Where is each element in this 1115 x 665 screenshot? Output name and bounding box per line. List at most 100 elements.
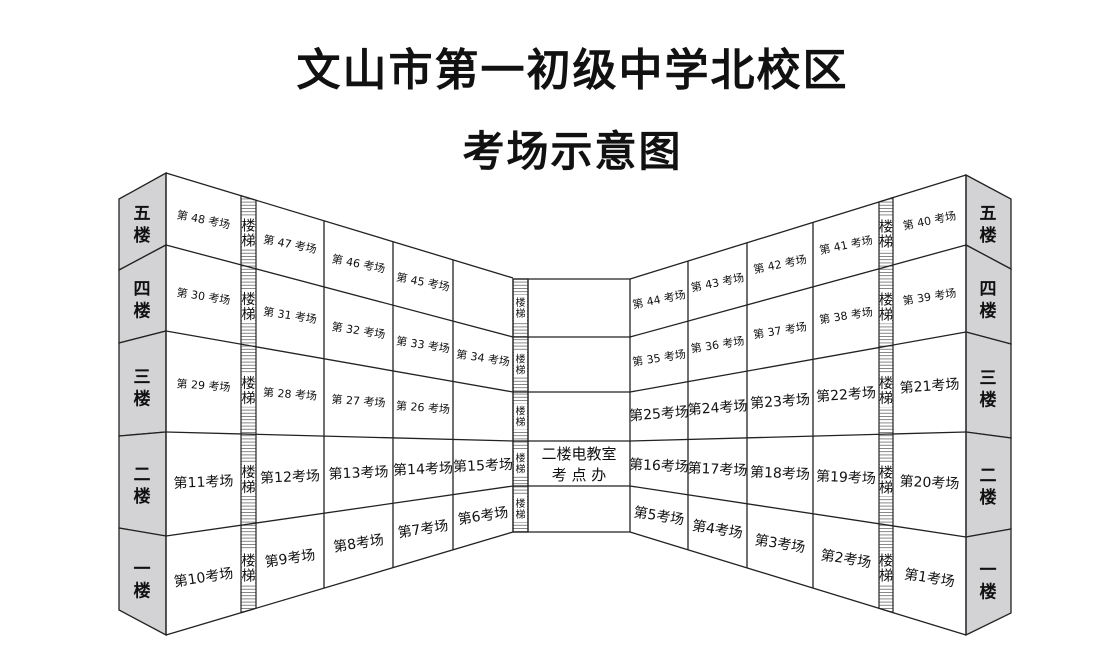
stair-label: 楼梯 [242,376,256,407]
exam-room-label: 第 29 考场 [176,376,231,394]
right-floor-line [629,244,967,338]
stair-label-bg [514,403,527,430]
stair-label-char: 梯 [242,391,256,407]
stair-label: 楼梯 [516,296,526,320]
office-label-line1: 二楼电教室 [541,445,616,463]
floor-label-char: 楼 [134,300,151,321]
exam-room-label: 第11考场 [173,472,233,491]
stair-label: 楼梯 [242,218,256,249]
exam-room-label: 第 26 考场 [396,398,451,416]
stair-label: 楼梯 [242,292,256,323]
stair-label-char: 楼 [879,554,893,570]
stair-label: 楼梯 [879,219,893,250]
floor-label-char: 四 [134,279,151,299]
floor-label-char: 三 [134,368,151,388]
right-floor-label: 三楼 [980,369,997,411]
exam-room-label: 第 27 考场 [331,392,386,410]
right-floor-line [629,485,967,538]
stair-label-char: 梯 [879,391,893,407]
exam-room-label: 第13考场 [328,463,388,482]
right-floor-line [629,531,967,636]
left-floor-line [165,431,514,442]
exam-room-label: 第20考场 [899,473,960,493]
stair-label-char: 梯 [516,416,526,429]
right-floor-line [629,174,967,280]
stair-label-bg [242,550,255,585]
left-floor-label: 二楼 [134,465,151,507]
left-floor-label: 一楼 [134,559,151,601]
stair-label-bg [880,373,892,408]
floor-label-char: 楼 [980,582,997,603]
floor-label-char: 楼 [134,486,151,507]
right-floor-label: 五楼 [980,204,997,246]
floor-label-char: 楼 [980,487,997,508]
stair-label-bg [880,462,892,497]
center-block [528,279,630,532]
stair-label-char: 梯 [242,480,256,496]
stair-label-char: 梯 [879,234,893,250]
stair-label-bg [880,550,892,585]
stair-label: 楼梯 [242,465,256,496]
exam-room-label: 第18考场 [750,463,811,483]
floor-label-char: 楼 [134,580,151,601]
right-floor-label: 二楼 [980,466,997,508]
stair-label-char: 楼 [516,405,526,418]
exam-room-label: 第23考场 [750,391,811,412]
exam-room-label: 第12考场 [260,467,320,486]
left-floor-line [165,330,514,393]
exam-room-label: 第14考场 [393,459,453,478]
stair-label-char: 楼 [242,553,256,569]
left-floor-label: 三楼 [134,368,151,410]
left-floor-line [165,485,514,537]
floor-label-char: 一 [134,559,151,579]
stair-label-char: 梯 [516,508,526,521]
stair-label-bg [514,295,527,321]
stair-label-char: 楼 [242,292,256,308]
left-floor-line [165,172,514,279]
floor-label-char: 楼 [980,301,997,322]
floor-label-char: 四 [980,280,997,300]
stair-label-char: 梯 [516,307,526,320]
stair-label-bg [242,289,255,324]
stair-label-char: 梯 [242,568,256,584]
left-floor-line [165,244,514,338]
stair-label-char: 梯 [516,364,526,377]
floor-label-char: 三 [980,369,997,389]
exam-room-label: 第25考场 [629,403,690,424]
stair-label-char: 楼 [879,293,893,309]
right-floor-label: 四楼 [980,280,997,322]
exam-room-label: 第 28 考场 [263,385,318,403]
stair-label-bg [514,496,527,522]
stair-label-bg [514,351,527,378]
exam-room-label: 第22考场 [816,384,877,405]
floor-label-char: 二 [980,466,997,486]
stair-label: 楼梯 [516,353,526,377]
floor-label-char: 楼 [980,225,997,246]
stair-label: 楼梯 [879,293,893,324]
stair-label-char: 楼 [242,465,256,481]
right-floor-line [629,431,967,442]
exam-room-label: 第24考场 [687,397,748,418]
stair-label: 楼梯 [516,405,526,429]
stair-label-bg [242,462,255,497]
floor-label-char: 五 [134,204,151,224]
exam-room-label: 第16考场 [629,456,690,476]
floor-label-char: 楼 [134,225,151,246]
floor-label-char: 五 [980,204,997,224]
floor-label-char: 二 [134,465,151,485]
stair-label: 楼梯 [516,497,526,521]
stair-label-char: 梯 [879,308,893,324]
stair-label-char: 楼 [516,296,526,309]
stair-label-bg [242,215,255,250]
stair-label-char: 楼 [516,353,526,366]
exam-room-label: 第17考场 [687,460,748,480]
left-floor-label: 四楼 [134,279,151,321]
stair-label-char: 楼 [879,376,893,392]
stair-label-char: 梯 [516,463,526,476]
stair-label: 楼梯 [242,553,256,584]
office-label-line2: 考 点 办 [552,466,607,484]
right-floor-label: 一楼 [980,561,997,603]
left-floor-line [165,531,514,636]
stair-label-char: 楼 [879,219,893,235]
